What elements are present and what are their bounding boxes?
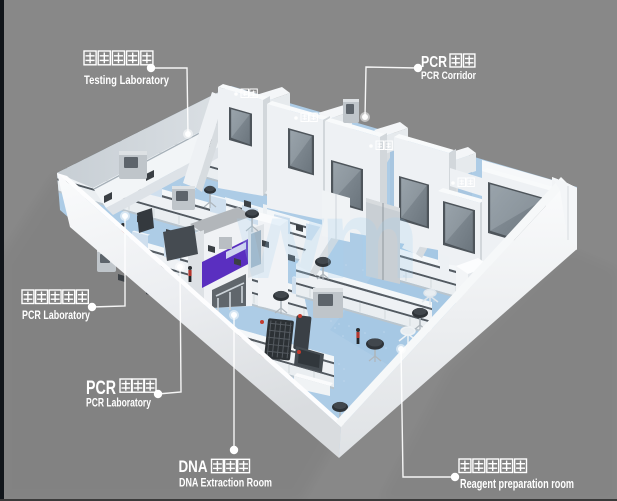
svg-text:PCR: PCR <box>421 54 447 71</box>
svg-text:PCR Laboratory: PCR Laboratory <box>22 308 90 322</box>
svg-text:DNA: DNA <box>179 458 208 476</box>
svg-text:DNA Extraction Room: DNA Extraction Room <box>179 476 272 490</box>
svg-text:PCR Laboratory: PCR Laboratory <box>86 396 151 410</box>
svg-text:Testing Laboratory: Testing Laboratory <box>84 73 169 87</box>
svg-text:PCR Corridor: PCR Corridor <box>421 70 477 82</box>
svg-text:PCR: PCR <box>86 378 116 399</box>
svg-text:Reagent preparation room: Reagent preparation room <box>460 477 574 491</box>
svg-text:wm: wm <box>236 177 416 302</box>
